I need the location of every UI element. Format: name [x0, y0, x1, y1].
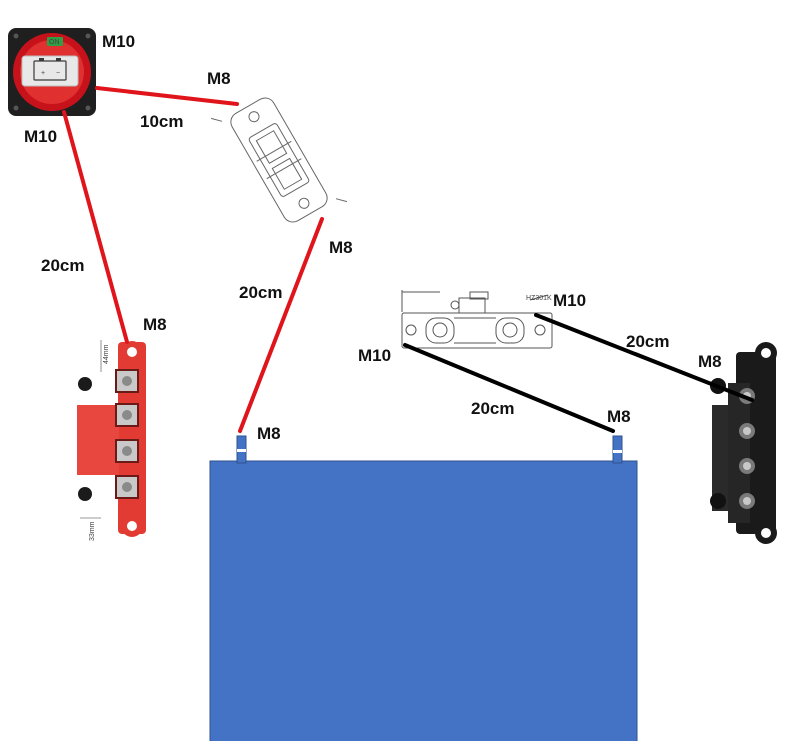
red-busbar-dim-top: 44mm: [103, 344, 110, 364]
label-busbar-red: M8: [143, 315, 167, 334]
label-wire-switch-busbar: 20cm: [41, 256, 84, 275]
wire-shunt-to-black-busbar: [534, 313, 754, 402]
wire-shunt-to-battery-negative: [403, 343, 615, 433]
red-busbar-studs: [115, 369, 139, 499]
label-switch-top: M10: [102, 32, 135, 51]
battery: [209, 435, 638, 741]
battery-switch-icon: + − ON: [8, 28, 96, 116]
label-wire-switch-fuse: 10cm: [140, 112, 183, 131]
label-busbar-black: M8: [698, 352, 722, 371]
wire-fuse-to-battery-positive: [238, 217, 324, 433]
shunt-sensor-text: HZ301K: [526, 295, 552, 302]
labels: M10 M10 M8 10cm M8 20cm 20cm M8 M8 M10 M…: [24, 32, 722, 443]
wires: [62, 86, 754, 433]
fuse-holder-drawing: [210, 97, 348, 223]
svg-text:−: −: [56, 70, 60, 77]
label-fuse-top: M8: [207, 69, 231, 88]
label-shunt-left: M10: [358, 346, 391, 365]
label-fuse-bottom: M8: [329, 238, 353, 257]
negative-terminal: [612, 435, 623, 464]
red-busbar-post-top: [78, 377, 92, 391]
red-busbar-post-bottom: [78, 487, 92, 501]
red-busbar-icon: 44mm 33mm: [77, 340, 146, 541]
label-battery-positive: M8: [257, 424, 281, 443]
wire-switch-to-red-busbar: [62, 110, 129, 344]
shunt-drawing: [401, 290, 553, 349]
black-busbar-icon: [710, 342, 777, 544]
label-switch-left: M10: [24, 127, 57, 146]
battery-body: [209, 460, 638, 741]
svg-text:+: +: [41, 70, 45, 77]
label-wire-shunt-battery: 20cm: [471, 399, 514, 418]
label-shunt-right: M10: [553, 291, 586, 310]
label-battery-negative: M8: [607, 407, 631, 426]
switch-on-text: ON: [49, 39, 60, 46]
red-busbar-dim-bottom: 33mm: [89, 521, 96, 541]
label-wire-fuse-battery: 20cm: [239, 283, 282, 302]
wire-switch-to-fuse: [95, 86, 239, 106]
label-wire-shunt-busbar: 20cm: [626, 332, 669, 351]
